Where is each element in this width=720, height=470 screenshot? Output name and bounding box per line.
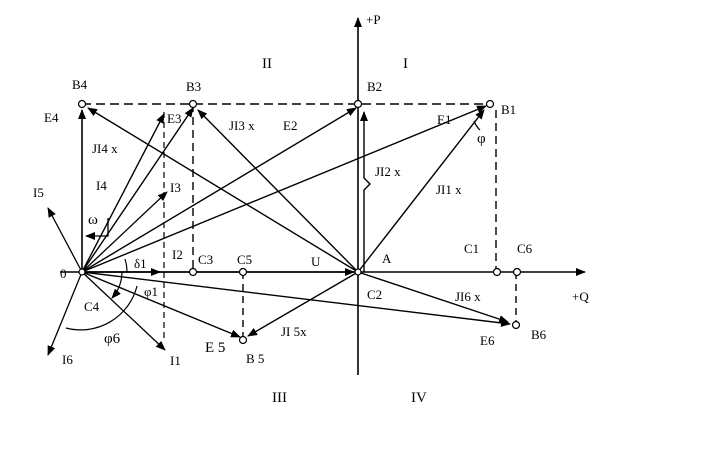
q-axis-label: +Q <box>572 289 589 304</box>
ji4x-phasor <box>87 107 359 273</box>
e1-phasor <box>81 105 487 273</box>
i3-label: I3 <box>170 180 181 195</box>
phi-label: φ <box>477 131 486 147</box>
e3-label: E3 <box>167 111 181 126</box>
b3-label: B3 <box>186 79 201 94</box>
ji6x-label: JI6 x <box>455 289 481 304</box>
ji2x-label: JI2 x <box>375 164 401 179</box>
omega-label: ω <box>88 212 98 228</box>
e5-label: E 5 <box>205 340 225 356</box>
point-b5 <box>238 335 248 345</box>
ji3x-label: JI3 x <box>229 118 255 133</box>
point-b2 <box>353 99 363 109</box>
b1-label: B1 <box>501 102 516 117</box>
e2-phasor <box>81 107 357 273</box>
point-c3 <box>188 267 198 277</box>
origin-label: 0 <box>60 266 67 281</box>
i6-label: I6 <box>62 352 73 367</box>
b6-label: B6 <box>531 327 547 342</box>
c1-label: C1 <box>464 241 479 256</box>
i6-phasor <box>47 271 83 356</box>
i3-phasor <box>81 191 168 273</box>
phi1-label: φ1 <box>144 284 158 299</box>
delta1-arc <box>124 258 128 273</box>
quadrant-3-label: III <box>272 390 287 406</box>
omega-arrow <box>85 218 109 240</box>
phi6-arc <box>65 285 138 331</box>
ji4x-label: JI4 x <box>92 141 118 156</box>
e5-phasor <box>81 271 241 338</box>
delta1-label: δ1 <box>134 256 147 271</box>
ji2x-phasor <box>360 111 371 272</box>
point-c6 <box>512 267 522 277</box>
origin-point <box>78 268 86 276</box>
c5-label: C5 <box>237 252 252 267</box>
point-b4 <box>77 99 87 109</box>
point-b3 <box>188 99 198 109</box>
b4-label: B4 <box>72 77 88 92</box>
c4-label: C4 <box>84 299 100 314</box>
c2-label: C2 <box>367 287 382 302</box>
b2-label: B2 <box>367 79 382 94</box>
ji5x-label: JI 5x <box>281 324 307 339</box>
i5-phasor <box>47 207 83 273</box>
ji1x-label: JI1 x <box>436 182 462 197</box>
ji3x-phasor <box>197 109 359 273</box>
p-axis-label: +P <box>366 12 381 27</box>
c3-label: C3 <box>198 252 213 267</box>
e2-label: E2 <box>283 118 297 133</box>
e3-phasor <box>81 113 165 273</box>
e1-label: E1 <box>437 112 451 127</box>
c6-label: C6 <box>517 241 533 256</box>
point-a-label: A <box>382 251 392 266</box>
point-b1 <box>485 99 495 109</box>
ji6x-phasor <box>357 271 509 323</box>
e4-label: E4 <box>44 110 59 125</box>
phi-arc <box>473 120 481 131</box>
i2-label: I2 <box>172 247 183 262</box>
e3-phasor-2 <box>81 107 194 273</box>
e6-phasor <box>81 271 511 327</box>
quadrant-1-label: I <box>403 56 408 72</box>
point-a <box>354 268 362 276</box>
point-c5 <box>238 267 248 277</box>
point-c1 <box>492 267 502 277</box>
quadrant-2-label: II <box>262 56 272 72</box>
quadrant-4-label: IV <box>411 390 427 406</box>
i5-label: I5 <box>33 185 44 200</box>
i1-label: I1 <box>170 353 181 368</box>
u-label: U <box>311 254 321 269</box>
i4-label: I4 <box>96 178 107 193</box>
phi6-label: φ6 <box>104 331 121 347</box>
b5-label: B 5 <box>246 351 264 366</box>
ji1x-phasor <box>357 109 485 273</box>
ji5x-phasor <box>247 271 359 337</box>
point-b6 <box>511 320 521 330</box>
phi1-arc <box>111 271 123 299</box>
e6-label: E6 <box>480 333 495 348</box>
